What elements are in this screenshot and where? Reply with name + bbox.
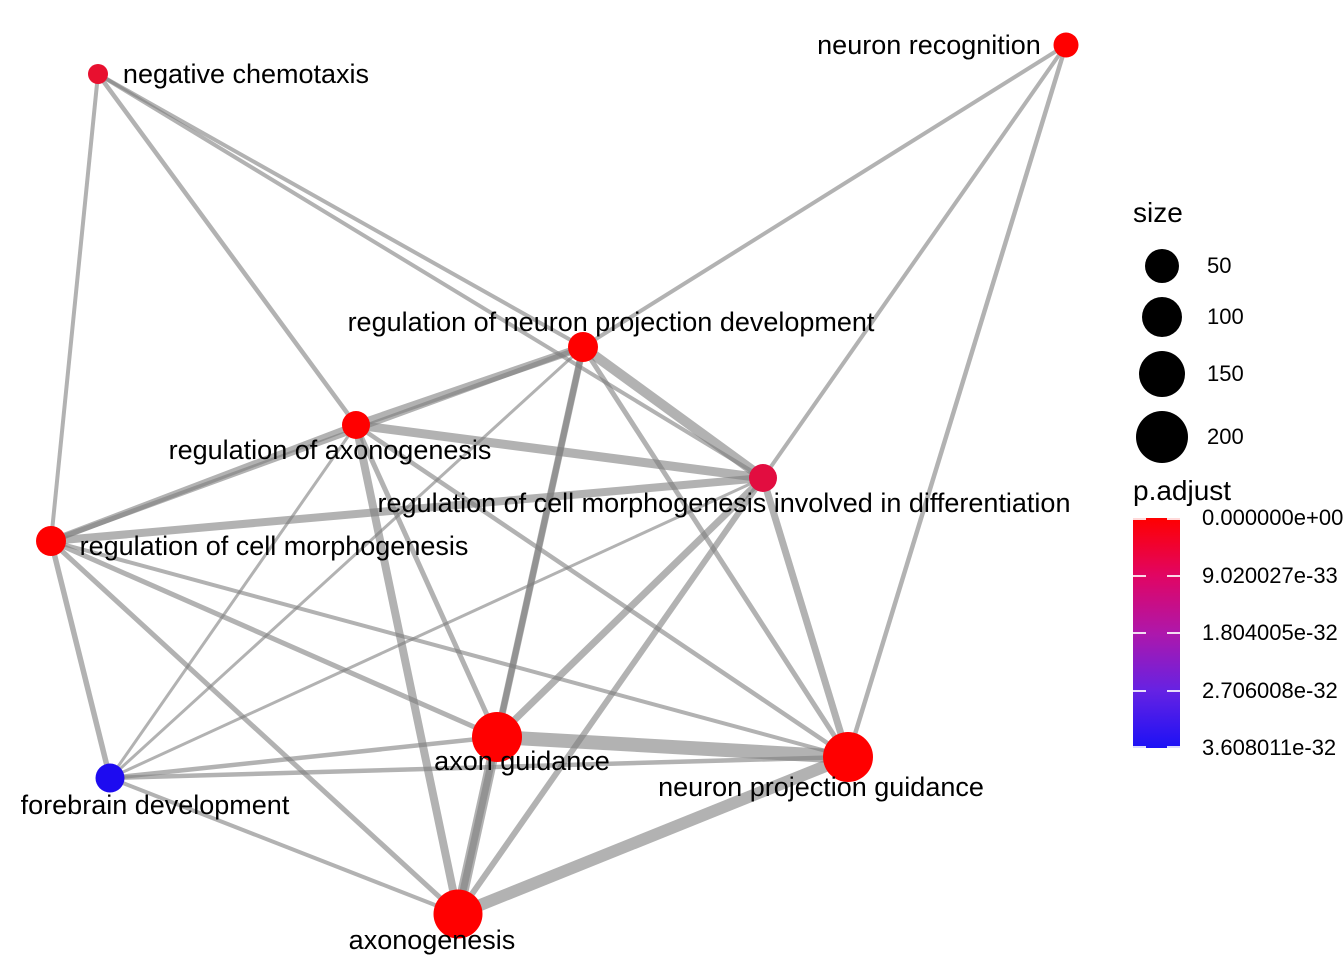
edge-regulation-of-cell-morphogenesis--forebrain-development <box>48 540 113 779</box>
size-legend-value: 150 <box>1207 361 1244 386</box>
edge-regulation-of-axonogenesis--forebrain-development <box>108 424 358 779</box>
node-forebrain-development <box>95 763 125 793</box>
node-regulation-of-neuron-projection-development <box>568 332 598 362</box>
size-legend-item-200: 200 <box>1127 404 1342 470</box>
node-label-regulation-of-neuron-projection-development: regulation of neuron projection developm… <box>348 307 875 337</box>
edge-negative-chemotaxis--regulation-of-cell-morphogenesis <box>49 73 100 542</box>
edge-neuron-recognition--regulation-of-cell-morphogenesis-involved-in-differentiation <box>761 43 1068 480</box>
edge-regulation-of-cell-morphogenesis-involved-in-differentiation--regulation-of-cell-morphogenesis <box>50 474 764 545</box>
padjust-tick-label-4: 3.608011e-32 <box>1202 735 1337 760</box>
edge-regulation-of-cell-morphogenesis--axonogenesis <box>49 539 460 916</box>
padjust-legend-body: 0.000000e+00 9.020027e-33 1.804005e-32 2.70… <box>1133 505 1344 760</box>
edge-negative-chemotaxis--regulation-of-axonogenesis <box>96 72 358 427</box>
edge-regulation-of-cell-morphogenesis-involved-in-differentiation--neuron-projection-guidance <box>759 476 852 759</box>
node-regulation-of-cell-morphogenesis <box>36 526 66 556</box>
size-legend-value: 50 <box>1207 253 1232 278</box>
size-legend-circle-icon <box>1145 249 1179 283</box>
edge-regulation-of-axonogenesis--neuron-projection-guidance <box>354 423 850 759</box>
edge-regulation-of-cell-morphogenesis--neuron-projection-guidance <box>50 539 849 759</box>
edge-forebrain-development--axon-guidance <box>109 734 498 781</box>
size-legend-circle-wrap <box>1127 249 1197 283</box>
padjust-bar-tick <box>1167 518 1180 520</box>
size-legend-value: 200 <box>1207 424 1244 449</box>
size-legend-circle-icon <box>1139 351 1185 397</box>
node-label-negative-chemotaxis: negative chemotaxis <box>123 59 369 89</box>
size-legend-title: size <box>1133 197 1183 228</box>
edge-axon-guidance--neuron-projection-guidance <box>496 730 849 764</box>
padjust-bar-tick <box>1133 518 1146 520</box>
edge-regulation-of-axonogenesis--regulation-of-cell-morphogenesis <box>49 421 358 545</box>
size-legend-circle-icon <box>1136 411 1188 463</box>
padjust-bar-tick <box>1167 689 1180 692</box>
size-legend-circle-icon <box>1142 297 1182 337</box>
edge-regulation-of-neuron-projection-development--forebrain-development <box>108 345 585 780</box>
padjust-bar-tick <box>1133 689 1146 692</box>
edge-negative-chemotaxis--regulation-of-neuron-projection-development <box>97 72 584 349</box>
edge-regulation-of-neuron-projection-development--regulation-of-cell-morphogenesis-involved-in-differentiation <box>580 342 766 483</box>
size-legend-item-50: 50 <box>1127 242 1342 290</box>
size-legend-value: 100 <box>1207 304 1244 329</box>
edge-regulation-of-axonogenesis--axonogenesis <box>352 424 462 915</box>
edge-forebrain-development--axonogenesis <box>109 776 459 916</box>
padjust-tick-label-0: 0.000000e+00 <box>1202 505 1344 530</box>
node-regulation-of-axonogenesis <box>342 411 370 439</box>
padjust-legend-title: p.adjust <box>1133 475 1232 506</box>
size-legend-item-150: 150 <box>1127 344 1342 404</box>
padjust-legend: p.adjust 0.000000e+00 9.020027e-33 1.80400… <box>1127 474 1344 760</box>
edge-regulation-of-cell-morphogenesis-involved-in-differentiation--axonogenesis <box>455 476 766 916</box>
node-axon-guidance <box>472 712 522 762</box>
node-regulation-of-cell-morphogenesis-involved-in-differentiation <box>749 464 777 492</box>
edge-regulation-of-cell-morphogenesis-involved-in-differentiation--forebrain-development <box>109 476 764 780</box>
node-label-regulation-of-cell-morphogenesis-involved-in-differentiation: regulation of cell morphogenesis involve… <box>378 488 1071 518</box>
edge-regulation-of-axonogenesis--regulation-of-cell-morphogenesis-involved-in-differentiation <box>355 420 764 483</box>
node-neuron-projection-guidance <box>823 732 873 782</box>
node-label-regulation-of-cell-morphogenesis: regulation of cell morphogenesis <box>80 531 469 561</box>
padjust-bar-tick <box>1133 574 1146 577</box>
padjust-bar-tick <box>1167 632 1180 634</box>
padjust-bar-tick <box>1167 574 1180 577</box>
padjust-tick-label-2: 1.804005e-32 <box>1202 620 1338 645</box>
padjust-bar-tick <box>1167 746 1180 748</box>
size-legend-circle-wrap <box>1127 351 1197 397</box>
edge-regulation-of-cell-morphogenesis--axon-guidance <box>49 538 499 740</box>
edge-axon-guidance--axonogenesis <box>452 735 503 916</box>
node-label-axon-guidance: axon guidance <box>434 746 610 776</box>
edge-axonogenesis--neuron-projection-guidance <box>455 751 851 920</box>
edge-forebrain-development--neuron-projection-guidance <box>109 754 849 781</box>
padjust-tick-labels: 0.000000e+00 9.020027e-33 1.804005e-32 2.70… <box>1202 505 1344 760</box>
node-label-neuron-recognition: neuron recognition <box>817 30 1041 60</box>
edge-neuron-recognition--regulation-of-neuron-projection-development <box>581 43 1068 349</box>
padjust-tick-label-3: 2.706008e-32 <box>1202 677 1338 703</box>
size-legend-circle-wrap <box>1127 411 1197 463</box>
node-label-forebrain-development: forebrain development <box>21 790 290 820</box>
edge-regulation-of-cell-morphogenesis-involved-in-differentiation--axon-guidance <box>494 475 766 740</box>
padjust-tick-label-1: 9.020027e-33 <box>1202 562 1338 588</box>
size-legend-items: 50 100 150 200 <box>1127 242 1342 470</box>
node-axonogenesis <box>433 889 483 939</box>
node-negative-chemotaxis <box>88 64 108 84</box>
edge-neuron-recognition--neuron-projection-guidance <box>845 44 1069 758</box>
padjust-bar-tick <box>1133 632 1146 634</box>
node-label-regulation-of-axonogenesis: regulation of axonogenesis <box>169 435 492 465</box>
edge-regulation-of-neuron-projection-development--neuron-projection-guidance <box>580 345 851 759</box>
size-legend-circle-wrap <box>1127 297 1197 337</box>
padjust-gradient-bar <box>1133 518 1180 748</box>
edge-negative-chemotaxis--regulation-of-cell-morphogenesis-involved-in-differentiation <box>96 72 765 480</box>
node-label-neuron-projection-guidance: neuron projection guidance <box>658 772 984 802</box>
node-label-axonogenesis: axonogenesis <box>349 925 516 955</box>
node-neuron-recognition <box>1053 32 1079 58</box>
edge-regulation-of-axonogenesis--axon-guidance <box>353 423 500 739</box>
size-legend-item-100: 100 <box>1127 290 1342 344</box>
padjust-bar-tick <box>1133 746 1146 748</box>
size-legend: size 50 100 150 200 <box>1127 196 1342 470</box>
